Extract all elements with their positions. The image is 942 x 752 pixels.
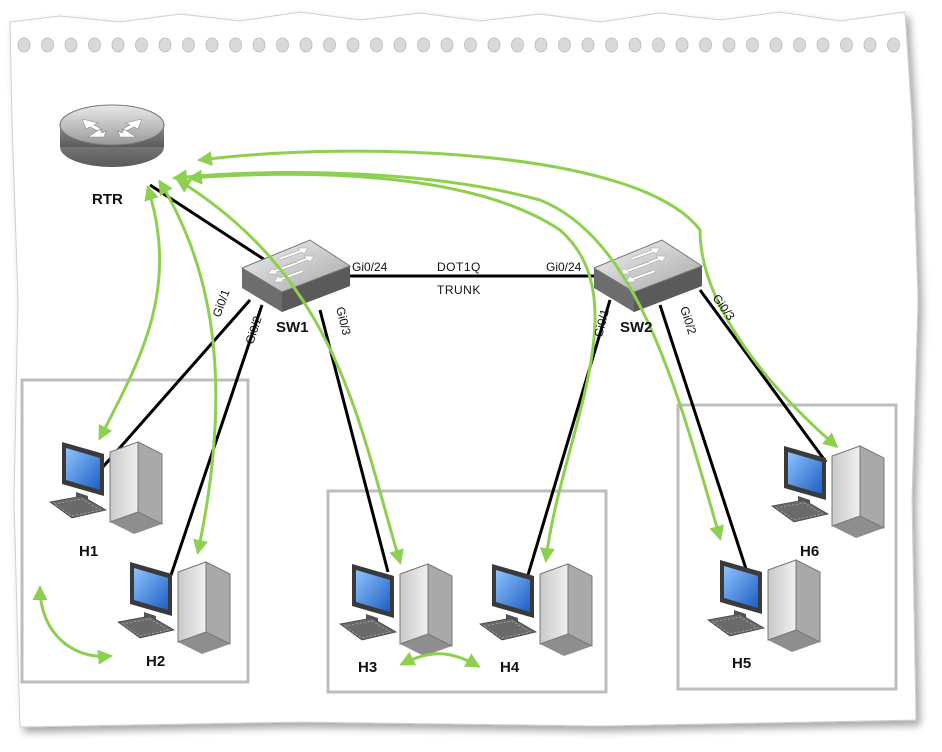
port-sw2-gi024: Gi0/24 bbox=[546, 260, 582, 274]
perforation-hole bbox=[205, 37, 219, 53]
perforation-hole bbox=[111, 37, 125, 53]
traffic-arrows bbox=[32, 149, 839, 668]
host-label-h3: H3 bbox=[358, 659, 377, 676]
arrow-h6-rtr bbox=[197, 149, 839, 448]
desktop-computer-icon[interactable] bbox=[339, 563, 453, 656]
perforation-hole bbox=[840, 37, 853, 53]
desktop-computer-icon[interactable] bbox=[771, 445, 885, 538]
trunk-label-line1: DOT1Q bbox=[437, 260, 481, 274]
perforation-hole bbox=[276, 37, 289, 53]
perforation-hole bbox=[699, 37, 712, 53]
perforation-hole bbox=[229, 37, 242, 53]
perforation-hole bbox=[652, 37, 665, 53]
perforation-hole bbox=[158, 37, 172, 53]
host-label-h1: H1 bbox=[79, 543, 98, 560]
perforation-hole bbox=[487, 37, 501, 53]
router-label: RTR bbox=[92, 191, 123, 208]
perforation-hole bbox=[17, 37, 31, 53]
perforation-hole bbox=[64, 37, 78, 53]
router-icon[interactable] bbox=[59, 104, 165, 167]
perforation-hole bbox=[675, 37, 689, 53]
switch1-label: SW1 bbox=[276, 319, 309, 336]
perforation-hole bbox=[887, 37, 900, 53]
perforation-hole bbox=[417, 37, 430, 53]
perforation-hole bbox=[370, 37, 383, 53]
hosts-layer bbox=[49, 441, 885, 656]
perforation-hole bbox=[769, 37, 783, 53]
perforation-hole bbox=[722, 37, 736, 53]
trunk-label-line2: TRUNK bbox=[437, 283, 481, 297]
perforation-hole bbox=[182, 37, 195, 53]
perforation-hole bbox=[581, 37, 595, 53]
perforation-hole bbox=[464, 37, 477, 53]
arrow-h1-rtr bbox=[98, 185, 162, 441]
perforation-hole bbox=[252, 37, 266, 53]
perforation-holes bbox=[17, 37, 900, 53]
host-label-h4: H4 bbox=[500, 659, 520, 676]
desktop-computer-icon[interactable] bbox=[707, 559, 821, 652]
perforation-hole bbox=[299, 37, 313, 53]
host-label-h5: H5 bbox=[732, 655, 751, 672]
desktop-computer-icon[interactable] bbox=[479, 563, 593, 656]
port-sw1-gi03: Gi0/3 bbox=[333, 305, 354, 337]
perforation-hole bbox=[41, 37, 54, 53]
perforation-hole bbox=[511, 37, 524, 53]
perforation-hole bbox=[558, 37, 571, 53]
perforation-hole bbox=[628, 37, 642, 53]
perforation-hole bbox=[605, 37, 618, 53]
switch2-label: SW2 bbox=[620, 319, 653, 336]
port-sw2-gi01: Gi0/1 bbox=[591, 307, 612, 339]
perforation-hole bbox=[746, 37, 759, 53]
perforation-hole bbox=[863, 37, 877, 53]
perforation-hole bbox=[534, 37, 548, 53]
host-label-h6: H6 bbox=[800, 543, 819, 560]
perforation-hole bbox=[135, 37, 148, 53]
perforation-hole bbox=[346, 37, 360, 53]
port-sw1-gi024: Gi0/24 bbox=[352, 260, 388, 274]
perforation-hole bbox=[816, 37, 830, 53]
perforation-hole bbox=[88, 37, 101, 53]
perforation-hole bbox=[323, 37, 336, 53]
desktop-computer-icon[interactable] bbox=[117, 561, 231, 654]
perforation-hole bbox=[793, 37, 806, 53]
desktop-computer-icon[interactable] bbox=[49, 441, 163, 534]
perforation-hole bbox=[440, 37, 454, 53]
arrow-h3-h4 bbox=[399, 651, 481, 668]
host-label-h2: H2 bbox=[146, 653, 165, 670]
arrow-h1-h2 bbox=[32, 585, 113, 665]
perforation-hole bbox=[393, 37, 407, 53]
